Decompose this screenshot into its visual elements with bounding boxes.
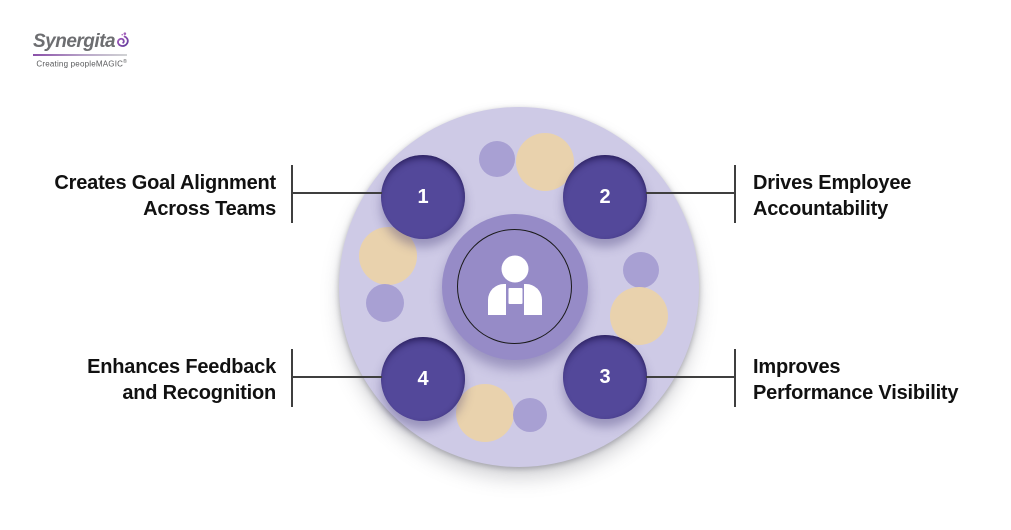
decor-dot-lavender-bottom (513, 398, 547, 432)
registered-mark: ® (123, 59, 127, 65)
connector-bottom-left-horizontal (292, 376, 382, 378)
label-top-left-line2: Across Teams (143, 198, 276, 220)
connector-bottom-right-vertical (734, 349, 736, 407)
decor-dot-lavender-top (479, 141, 515, 177)
step-circle-2: 2 (563, 155, 647, 239)
label-top-right: Drives Employee Accountability (753, 170, 1003, 222)
synergita-logo: Synergita Creating peopleMAGIC® (33, 27, 129, 69)
logo-divider (33, 54, 127, 56)
connector-top-left-horizontal (292, 192, 382, 194)
label-bottom-left-line2: and Recognition (122, 382, 276, 404)
step-number-3: 3 (599, 365, 611, 388)
step-circle-4: 4 (381, 337, 465, 421)
connector-bottom-left-vertical (291, 349, 293, 407)
label-bottom-right-line2: Performance Visibility (753, 382, 959, 404)
connector-bottom-right-horizontal (646, 376, 734, 378)
logo-tagline: Creating peopleMAGIC® (33, 59, 127, 69)
decor-dot-tan-right (610, 287, 668, 345)
step-circle-3: 3 (563, 335, 647, 419)
decor-dot-lavender-left (366, 284, 404, 322)
label-bottom-right-line1: Improves (753, 356, 841, 378)
label-top-left: Creates Goal Alignment Across Teams (20, 170, 276, 222)
logo-wordmark: Synergita (33, 31, 116, 52)
label-bottom-right: Improves Performance Visibility (753, 354, 1003, 406)
decor-dot-lavender-right (623, 252, 659, 288)
decor-dot-tan-bottom (456, 384, 514, 442)
step-number-2: 2 (599, 185, 611, 208)
logo-tagline-text: Creating peopleMAGIC (36, 59, 124, 69)
label-top-right-line2: Accountability (753, 198, 888, 220)
connector-top-right-vertical (734, 165, 736, 223)
person-icon (488, 255, 542, 315)
label-top-left-line1: Creates Goal Alignment (54, 172, 276, 194)
step-number-1: 1 (417, 185, 429, 208)
step-number-4: 4 (417, 367, 429, 390)
decor-dot-tan-top (516, 133, 574, 191)
connector-top-left-vertical (291, 165, 293, 223)
label-bottom-left: Enhances Feedback and Recognition (20, 354, 276, 406)
decor-dot-tan-left (359, 227, 417, 285)
label-bottom-left-line1: Enhances Feedback (87, 356, 276, 378)
logo-row: Synergita (33, 27, 129, 51)
logo-swirl-icon (117, 32, 129, 47)
label-top-right-line1: Drives Employee (753, 172, 912, 194)
connector-top-right-horizontal (646, 192, 734, 194)
step-circle-1: 1 (381, 155, 465, 239)
center-ring-outline (457, 229, 572, 344)
